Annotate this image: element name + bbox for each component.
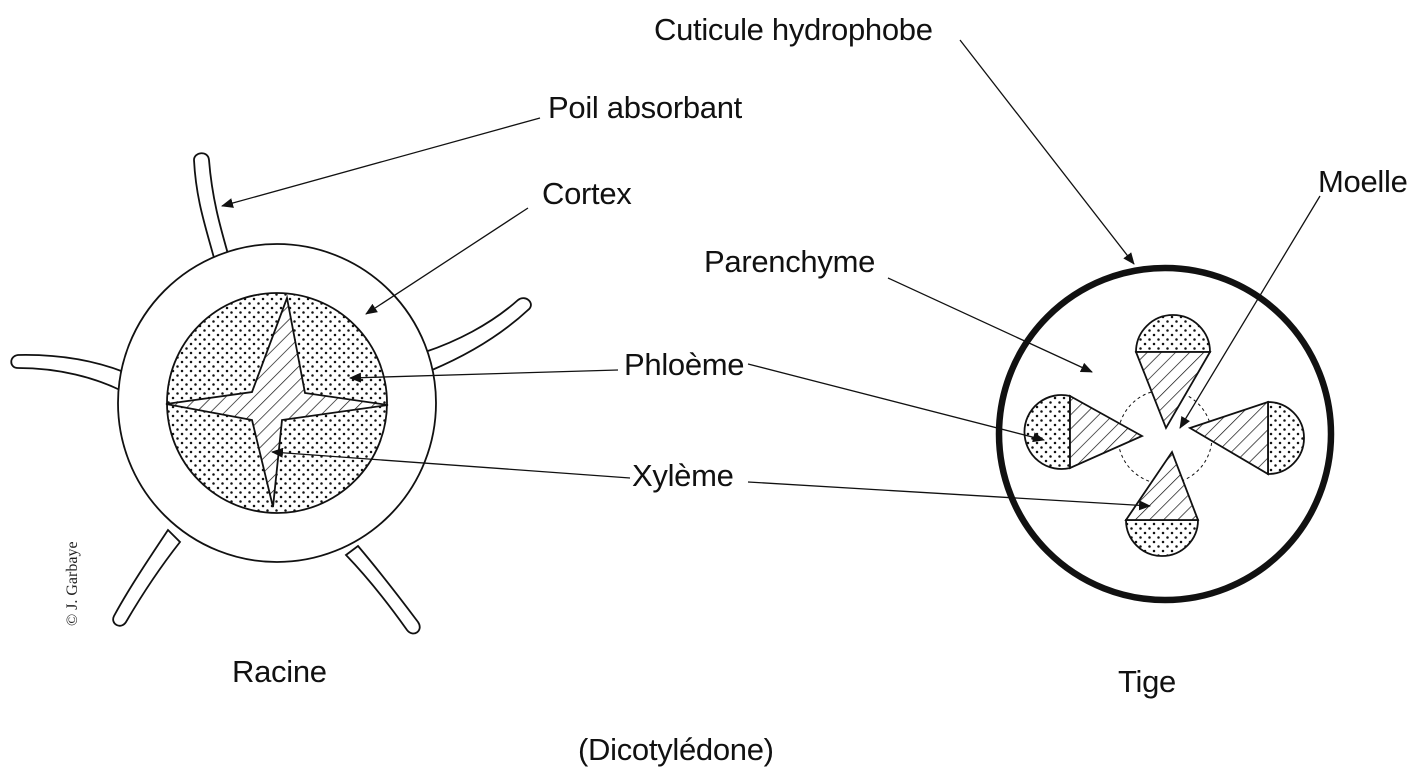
label-parenchyme: Parenchyme	[704, 244, 875, 280]
label-phloeme: Phloème	[624, 347, 744, 383]
copyright-credit: © J. Garbaye	[64, 541, 82, 626]
arrow-cortex	[366, 208, 528, 314]
root-hair-left	[11, 355, 124, 390]
label-xyleme: Xylème	[632, 458, 734, 494]
label-tige: Tige	[1118, 664, 1176, 700]
arrow-cuticule	[960, 40, 1134, 264]
label-cuticule: Cuticule hydrophobe	[654, 12, 933, 48]
label-cortex: Cortex	[542, 176, 632, 212]
root-hair-bottom-right	[346, 546, 420, 634]
root-hair-bottom-left	[113, 530, 180, 626]
caption-dicotyledone: (Dicotylédone)	[578, 732, 774, 768]
root-cross-section	[11, 153, 531, 633]
label-moelle: Moelle	[1318, 164, 1408, 200]
arrow-poil-absorbant	[222, 118, 540, 206]
stem-cross-section	[999, 268, 1331, 600]
root-hair-right	[425, 298, 531, 370]
label-poil-absorbant: Poil absorbant	[548, 90, 742, 126]
label-racine: Racine	[232, 654, 327, 690]
